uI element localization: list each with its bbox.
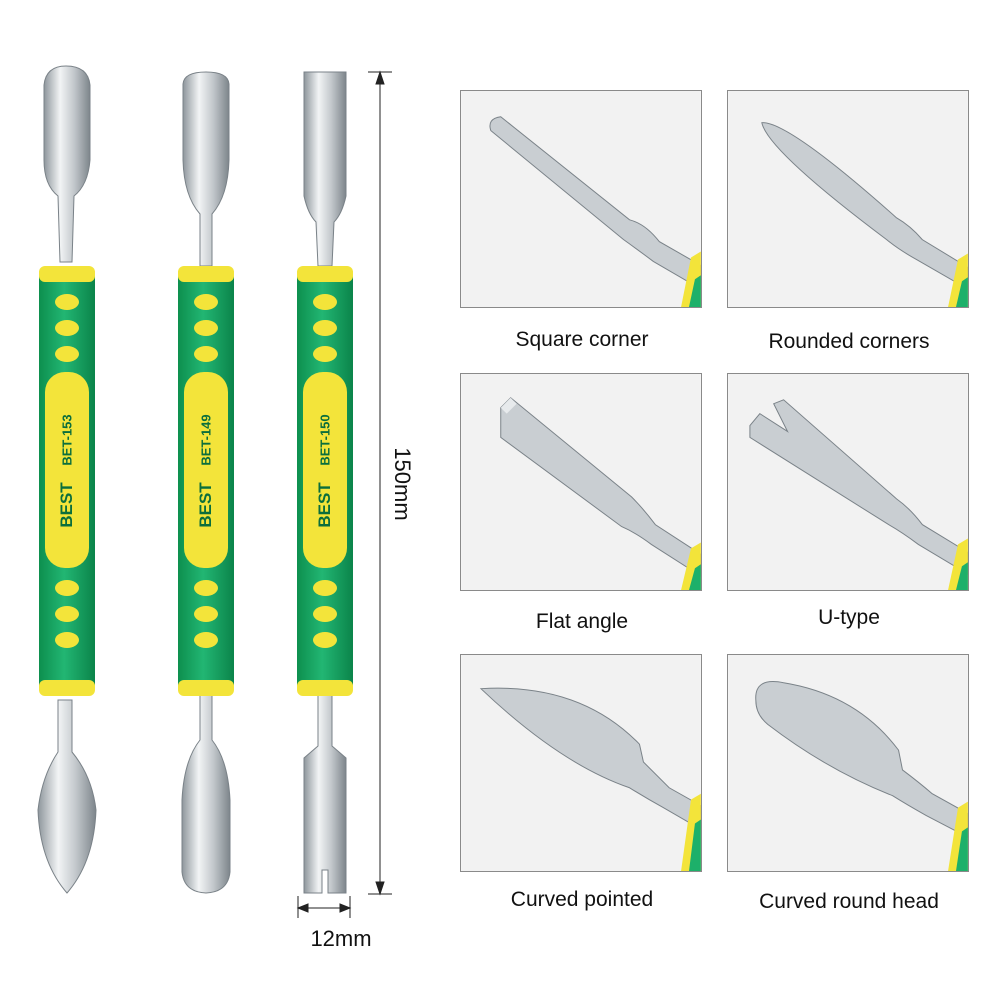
width-dimension-label: 12mm: [310, 926, 372, 951]
tip-caption: Square corner: [515, 328, 649, 351]
tip-caption: Curved round head: [759, 890, 939, 913]
tip-tile-u-type: [727, 373, 969, 591]
rounded-corners-tip-image: [728, 91, 968, 307]
u-type-tip-image: [728, 374, 968, 590]
tip-tile-curved-round-head: [727, 654, 969, 872]
flat-angle-tip-image: [461, 374, 701, 590]
tip-tile-square-corner: [460, 90, 702, 308]
model-label: BET-150: [317, 414, 333, 466]
tip-tile-rounded-corners: [727, 90, 969, 308]
tool-bet-149: [178, 71, 234, 894]
brand-logo: BEST: [196, 482, 215, 528]
curved-pointed-tip-image: [461, 655, 701, 871]
tip-caption: Rounded corners: [768, 330, 930, 353]
tip-caption: U-type: [818, 606, 880, 629]
tip-tile-flat-angle: [460, 373, 702, 591]
model-label: BET-149: [198, 414, 214, 466]
brand-logo: BEST: [57, 482, 76, 528]
length-dimension-label: 150mm: [390, 447, 415, 521]
brand-logo: BEST: [315, 482, 334, 528]
curved-round-head-tip-image: [728, 655, 968, 871]
tip-caption: Flat angle: [535, 610, 629, 633]
tool-bet-150: [297, 71, 353, 894]
square-corner-tip-image: [461, 91, 701, 307]
tip-tile-curved-pointed: [460, 654, 702, 872]
dimension-lines: [296, 70, 392, 918]
tool-bet-153: [37, 65, 97, 894]
tip-caption: Curved pointed: [510, 888, 654, 911]
model-label: BET-153: [59, 414, 75, 466]
